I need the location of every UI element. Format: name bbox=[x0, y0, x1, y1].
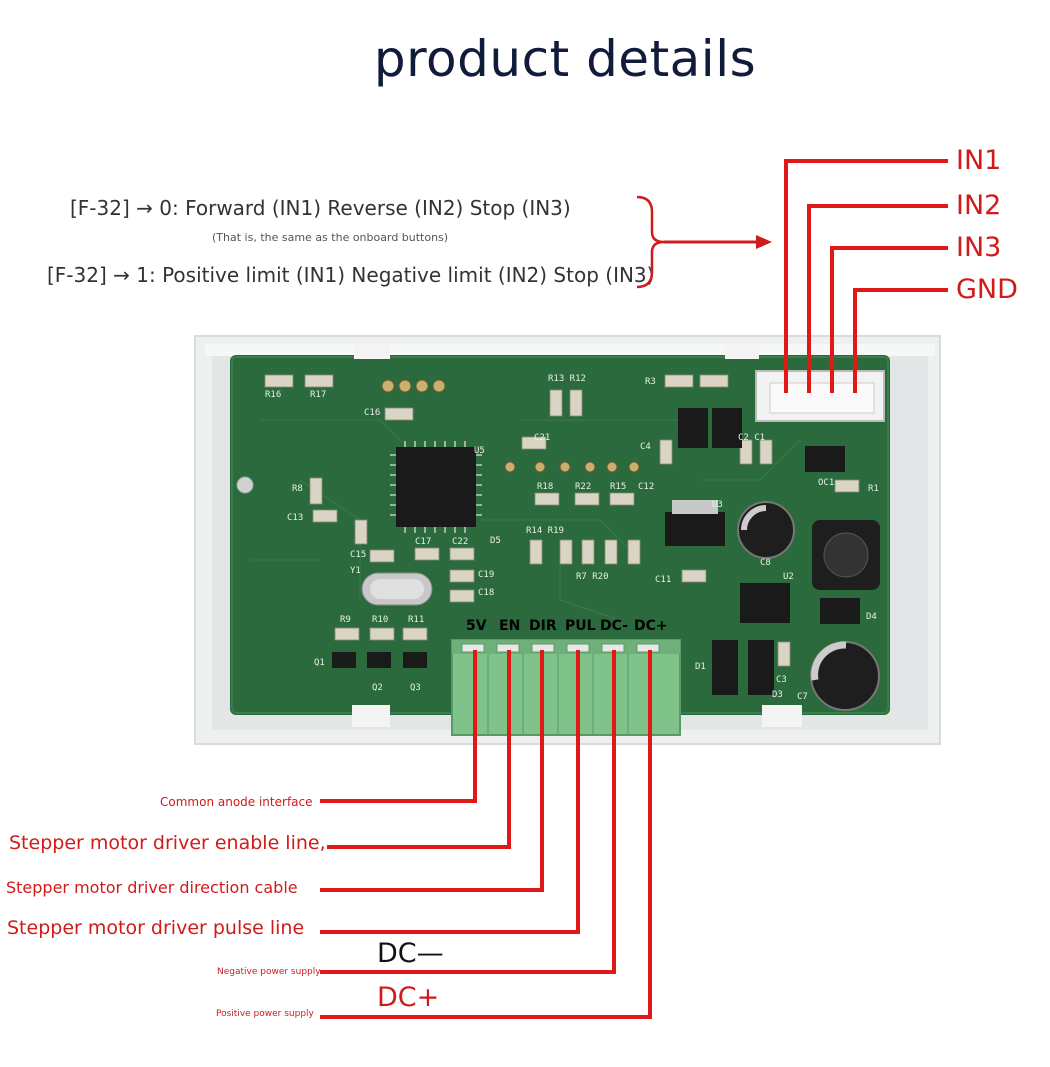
terminal-leaders bbox=[320, 650, 652, 1019]
pin-label-gnd: GND bbox=[956, 274, 1018, 305]
page-title: product details bbox=[373, 30, 757, 88]
mode-1-description: [F-32] → 1: Positive limit (IN1) Negativ… bbox=[47, 263, 655, 287]
mode-note: (That is, the same as the onboard button… bbox=[212, 231, 449, 244]
pin-label-in2: IN2 bbox=[956, 190, 1002, 221]
terminal-label-dc-plus: DC+ bbox=[634, 618, 668, 634]
mode-0-description: [F-32] → 0: Forward (IN1) Reverse (IN2) … bbox=[70, 196, 571, 220]
annotation-common-anode: Common anode interface bbox=[160, 795, 313, 809]
regulator bbox=[665, 512, 725, 546]
terminal-label-dir: DIR bbox=[529, 618, 557, 634]
pin-label-in3: IN3 bbox=[956, 232, 1002, 263]
dc-plus-label: DC+ bbox=[377, 982, 440, 1013]
terminal-label-en: EN bbox=[499, 618, 521, 634]
annotation-pulse: Stepper motor driver pulse line bbox=[7, 917, 305, 939]
arrow-right-icon bbox=[756, 235, 772, 249]
annotation-enable: Stepper motor driver enable line, bbox=[9, 832, 326, 854]
brace-icon bbox=[636, 195, 665, 289]
terminal-label-5v: 5V bbox=[466, 618, 487, 634]
terminal-label-dc-minus: DC- bbox=[600, 618, 629, 634]
terminal-block bbox=[451, 639, 681, 736]
annotation-direction: Stepper motor driver direction cable bbox=[6, 878, 298, 897]
terminal-label-pul: PUL bbox=[565, 618, 596, 634]
mcu-chip bbox=[396, 447, 476, 527]
pin-label-in1: IN1 bbox=[956, 145, 1002, 176]
annotation-positive-supply: Positive power supply bbox=[216, 1009, 314, 1019]
annotation-negative-supply: Negative power supply bbox=[217, 967, 321, 977]
dc-minus-label: DC— bbox=[377, 938, 444, 969]
input-pin-leaders bbox=[784, 159, 948, 393]
